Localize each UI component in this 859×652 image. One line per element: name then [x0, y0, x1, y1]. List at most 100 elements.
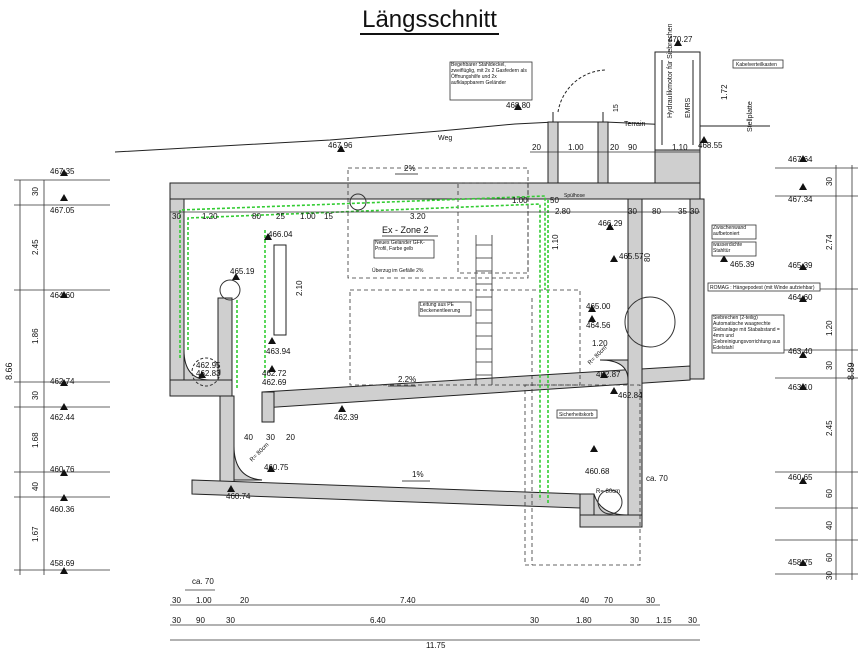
- left-elev-0: 467.35: [50, 167, 75, 176]
- dim-15: 15: [613, 104, 620, 112]
- dashed-outlines: [347, 167, 641, 566]
- top-dim-0: 30: [172, 212, 181, 221]
- elev-468-80: 468.80: [506, 101, 531, 110]
- elev-468-55: 468.55: [698, 141, 723, 150]
- bot2-3: 6.40: [370, 616, 386, 625]
- left-elev-3: 462.74: [50, 377, 75, 386]
- right-elev-7: 458.75: [788, 558, 813, 567]
- elev-460-68: 460.68: [585, 467, 610, 476]
- gelaender-note: Neues Geländer GFK-Profil, Farbe gelb: [375, 240, 425, 252]
- shaft-dim-3: 90: [628, 143, 637, 152]
- elev-464-56: 464.56: [586, 321, 611, 330]
- right-dim-9: 30: [825, 571, 834, 580]
- elev-470-27: 470.27: [668, 35, 693, 44]
- left-elev-1: 467.05: [50, 206, 75, 215]
- bot2-5: 1.80: [576, 616, 592, 625]
- right-dim-5: 2.45: [825, 420, 834, 436]
- top-dim-5: 15: [324, 212, 333, 221]
- elev-460-75: 460.75: [264, 463, 289, 472]
- dim-inner-40: 40: [244, 433, 253, 442]
- dim-1-10: 1.10: [551, 234, 560, 250]
- zwischenwand-note: Zwischenwand aufbetoniert: [713, 225, 746, 237]
- pump-circles: [191, 193, 676, 515]
- right-dim-1: 30: [825, 177, 834, 186]
- top-dim-3: 25: [276, 212, 285, 221]
- bottom-total: 11.75: [426, 641, 446, 650]
- left-dim-2: 2.45: [31, 239, 40, 255]
- concrete-structure: [169, 121, 705, 528]
- siebrechen-note: Siebrechen (2-teilig) Automatische waagr…: [713, 315, 780, 351]
- right-dim-4: 30: [825, 361, 834, 370]
- slope-mid: 2.2%: [398, 375, 416, 384]
- bot1-6: 30: [646, 596, 655, 605]
- emrs-label: EMRS: [685, 97, 692, 118]
- left-dim-3: 1.86: [31, 328, 40, 344]
- right-elev-4: 463.40: [788, 347, 813, 356]
- dim-172: 1.72: [720, 84, 729, 100]
- ueberzug-note: Überzug im Gefälle 2%: [372, 267, 424, 274]
- annotation-boxes: [373, 59, 821, 419]
- right-elev-2: 465.39: [788, 261, 813, 270]
- left-total-dim: 8.66: [4, 362, 14, 380]
- shaft-dim-1: 1.00: [568, 143, 584, 152]
- weg-label: Weg: [438, 135, 452, 142]
- bottom-dim-lines: [170, 589, 700, 641]
- page-title: Längsschnitt: [360, 6, 499, 35]
- shaft-dim-4: 1.10: [672, 143, 688, 152]
- bot2-6: 30: [630, 616, 639, 625]
- bot1-4: 40: [580, 596, 589, 605]
- elev-460-74: 460.74: [226, 492, 251, 501]
- bot1-5: 70: [604, 596, 613, 605]
- dim-inner-20: 20: [286, 433, 295, 442]
- top-dim-13: 30: [690, 207, 699, 216]
- dim-ca70-right: ca. 70: [646, 474, 668, 483]
- top-dim-2: 80: [252, 212, 261, 221]
- left-elev-7: 458.69: [50, 559, 75, 568]
- elev-462-87: 462.87: [596, 370, 621, 379]
- right-dim-6: 60: [825, 489, 834, 498]
- bot2-4: 30: [530, 616, 539, 625]
- left-dim-4: 30: [31, 391, 40, 400]
- left-elev-4: 462.44: [50, 413, 75, 422]
- top-dim-4: 1.00: [300, 212, 316, 221]
- bot2-1: 90: [196, 616, 205, 625]
- top-dim-10: 30: [628, 207, 637, 216]
- slope-top: 2%: [404, 164, 416, 173]
- terrain-label: Terrain: [624, 121, 646, 128]
- right-elev-1: 467.34: [788, 195, 813, 204]
- bot1-1: 1.00: [196, 596, 212, 605]
- elev-467-96: 467.96: [328, 141, 353, 150]
- left-dim-6: 40: [31, 482, 40, 491]
- top-dim-12: 35: [678, 207, 687, 216]
- right-elev-3: 464.60: [788, 293, 813, 302]
- ladder: [475, 235, 493, 385]
- inner-elevation-markers: [198, 39, 728, 492]
- elev-466-29: 466.29: [598, 219, 623, 228]
- right-dim-2: 2.74: [825, 234, 834, 250]
- elev-465-19: 465.19: [230, 267, 255, 276]
- right-elevation-markers: [799, 155, 807, 566]
- bottom-ca70: ca. 70: [192, 577, 214, 586]
- top-dim-11: 80: [652, 207, 661, 216]
- right-elev-5: 463.10: [788, 383, 813, 392]
- deckel-note: Begehbarer Stahldeckel, zweiflüglig, mit…: [451, 62, 527, 86]
- romag-note: ROMAG : Hängepodest (mit Winde aufziehba…: [710, 285, 815, 291]
- bot1-3: 7.40: [400, 596, 416, 605]
- right-dim-8: 60: [825, 553, 834, 562]
- stahltuer-note: wasserdichte Stahltür: [713, 242, 742, 254]
- top-dim-6: 3.20: [410, 212, 426, 221]
- right-dim-3: 1.20: [825, 320, 834, 336]
- elev-465-57: 465.57: [619, 252, 644, 261]
- elev-462-72: 462.72: [262, 369, 287, 378]
- elev-463-94: 463.94: [266, 347, 291, 356]
- bot1-2: 20: [240, 596, 249, 605]
- elev-462-69: 462.69: [262, 378, 287, 387]
- radius-c: R= 80cm: [596, 489, 620, 495]
- kabelverteil-note: Kabelverteilkasten: [736, 62, 777, 68]
- radius-a: R= 80cm: [249, 442, 270, 463]
- elev-462-39: 462.39: [334, 413, 359, 422]
- left-elev-5: 460.76: [50, 465, 75, 474]
- access-shaft: [552, 51, 701, 151]
- right-total-dim: 8.89: [846, 362, 856, 380]
